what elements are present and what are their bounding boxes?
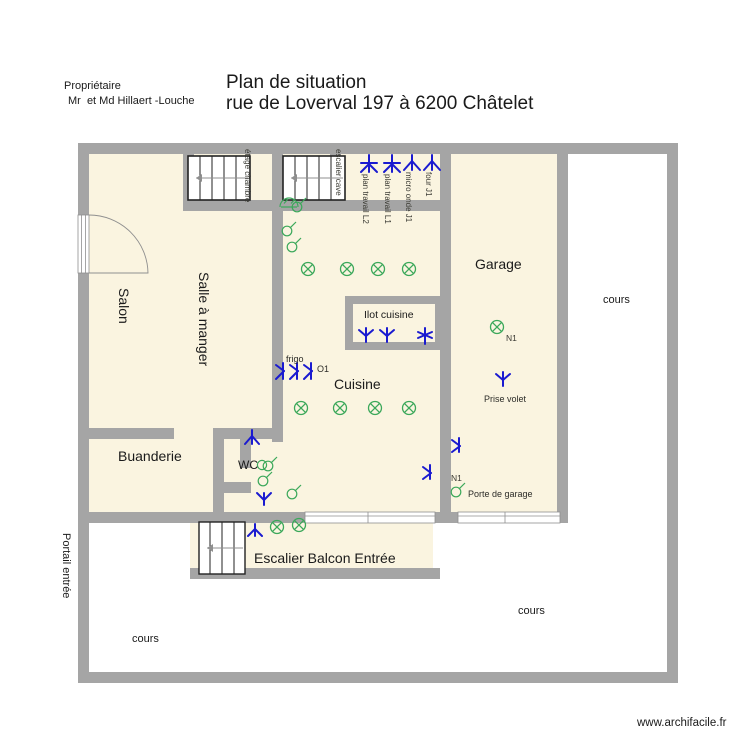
annot-plan-travail-l1: plan travail L1 <box>383 174 392 224</box>
staircase-balcon-entree <box>198 521 246 575</box>
room-label-salon: Salon <box>116 288 132 324</box>
annot-etage-chambre: étage chambre <box>243 149 252 203</box>
exterior-label-portail-entree: Portail entrée <box>60 533 72 599</box>
annot-plan-travail-l2: plan travail L2 <box>361 174 370 224</box>
annot-escalier-cave: escalier cave <box>334 149 343 196</box>
exterior-label-cours-bottom-right: cours <box>518 605 545 617</box>
annot-prise-volet: Prise volet <box>484 394 527 404</box>
page-title-line-1: Plan de situation <box>226 72 367 93</box>
label-escalier-balcon-entree: Escalier Balcon Entrée <box>254 550 396 566</box>
site-watermark: www.archifacile.fr <box>637 717 727 729</box>
windows-and-openings <box>77 214 561 524</box>
room-label-buanderie: Buanderie <box>118 448 182 464</box>
annot-frigo: frigo <box>286 354 304 364</box>
page-title-line-2: rue de Loverval 197 à 6200 Châtelet <box>226 93 534 114</box>
exterior-label-cours-bottom-left: cours <box>132 633 159 645</box>
ceiling-light-fixtures <box>269 261 505 535</box>
annot-porte-de-garage: Porte de garage <box>468 489 533 499</box>
exterior-label-cours-right: cours <box>603 294 630 306</box>
floor-fills <box>88 152 560 573</box>
room-label-salle-a-manger: Salle à manger <box>196 272 212 367</box>
owner-label: Propriétaire <box>64 80 121 92</box>
staircase-escalier-cave <box>282 155 346 201</box>
electrical-outlets <box>244 154 511 537</box>
label-ilot-cuisine: Ilot cuisine <box>364 309 414 321</box>
room-label-garage: Garage <box>475 256 522 272</box>
owner-names: Mr et Md Hillaert -Louche <box>68 95 195 107</box>
annot-o1: O1 <box>317 364 330 374</box>
room-label-cuisine: Cuisine <box>334 376 381 392</box>
annot-n1-garage-door: N1 <box>451 473 462 483</box>
staircase-etage-chambre <box>187 155 251 201</box>
exterior-boundary-walls <box>78 143 678 683</box>
wall-switches <box>256 197 466 500</box>
annot-n1-garage: N1 <box>506 333 517 343</box>
annot-micro-onde-j1: micro onde J1 <box>404 172 413 223</box>
room-label-wc: WC <box>238 458 258 472</box>
annot-four-j1: four J1 <box>424 172 433 197</box>
